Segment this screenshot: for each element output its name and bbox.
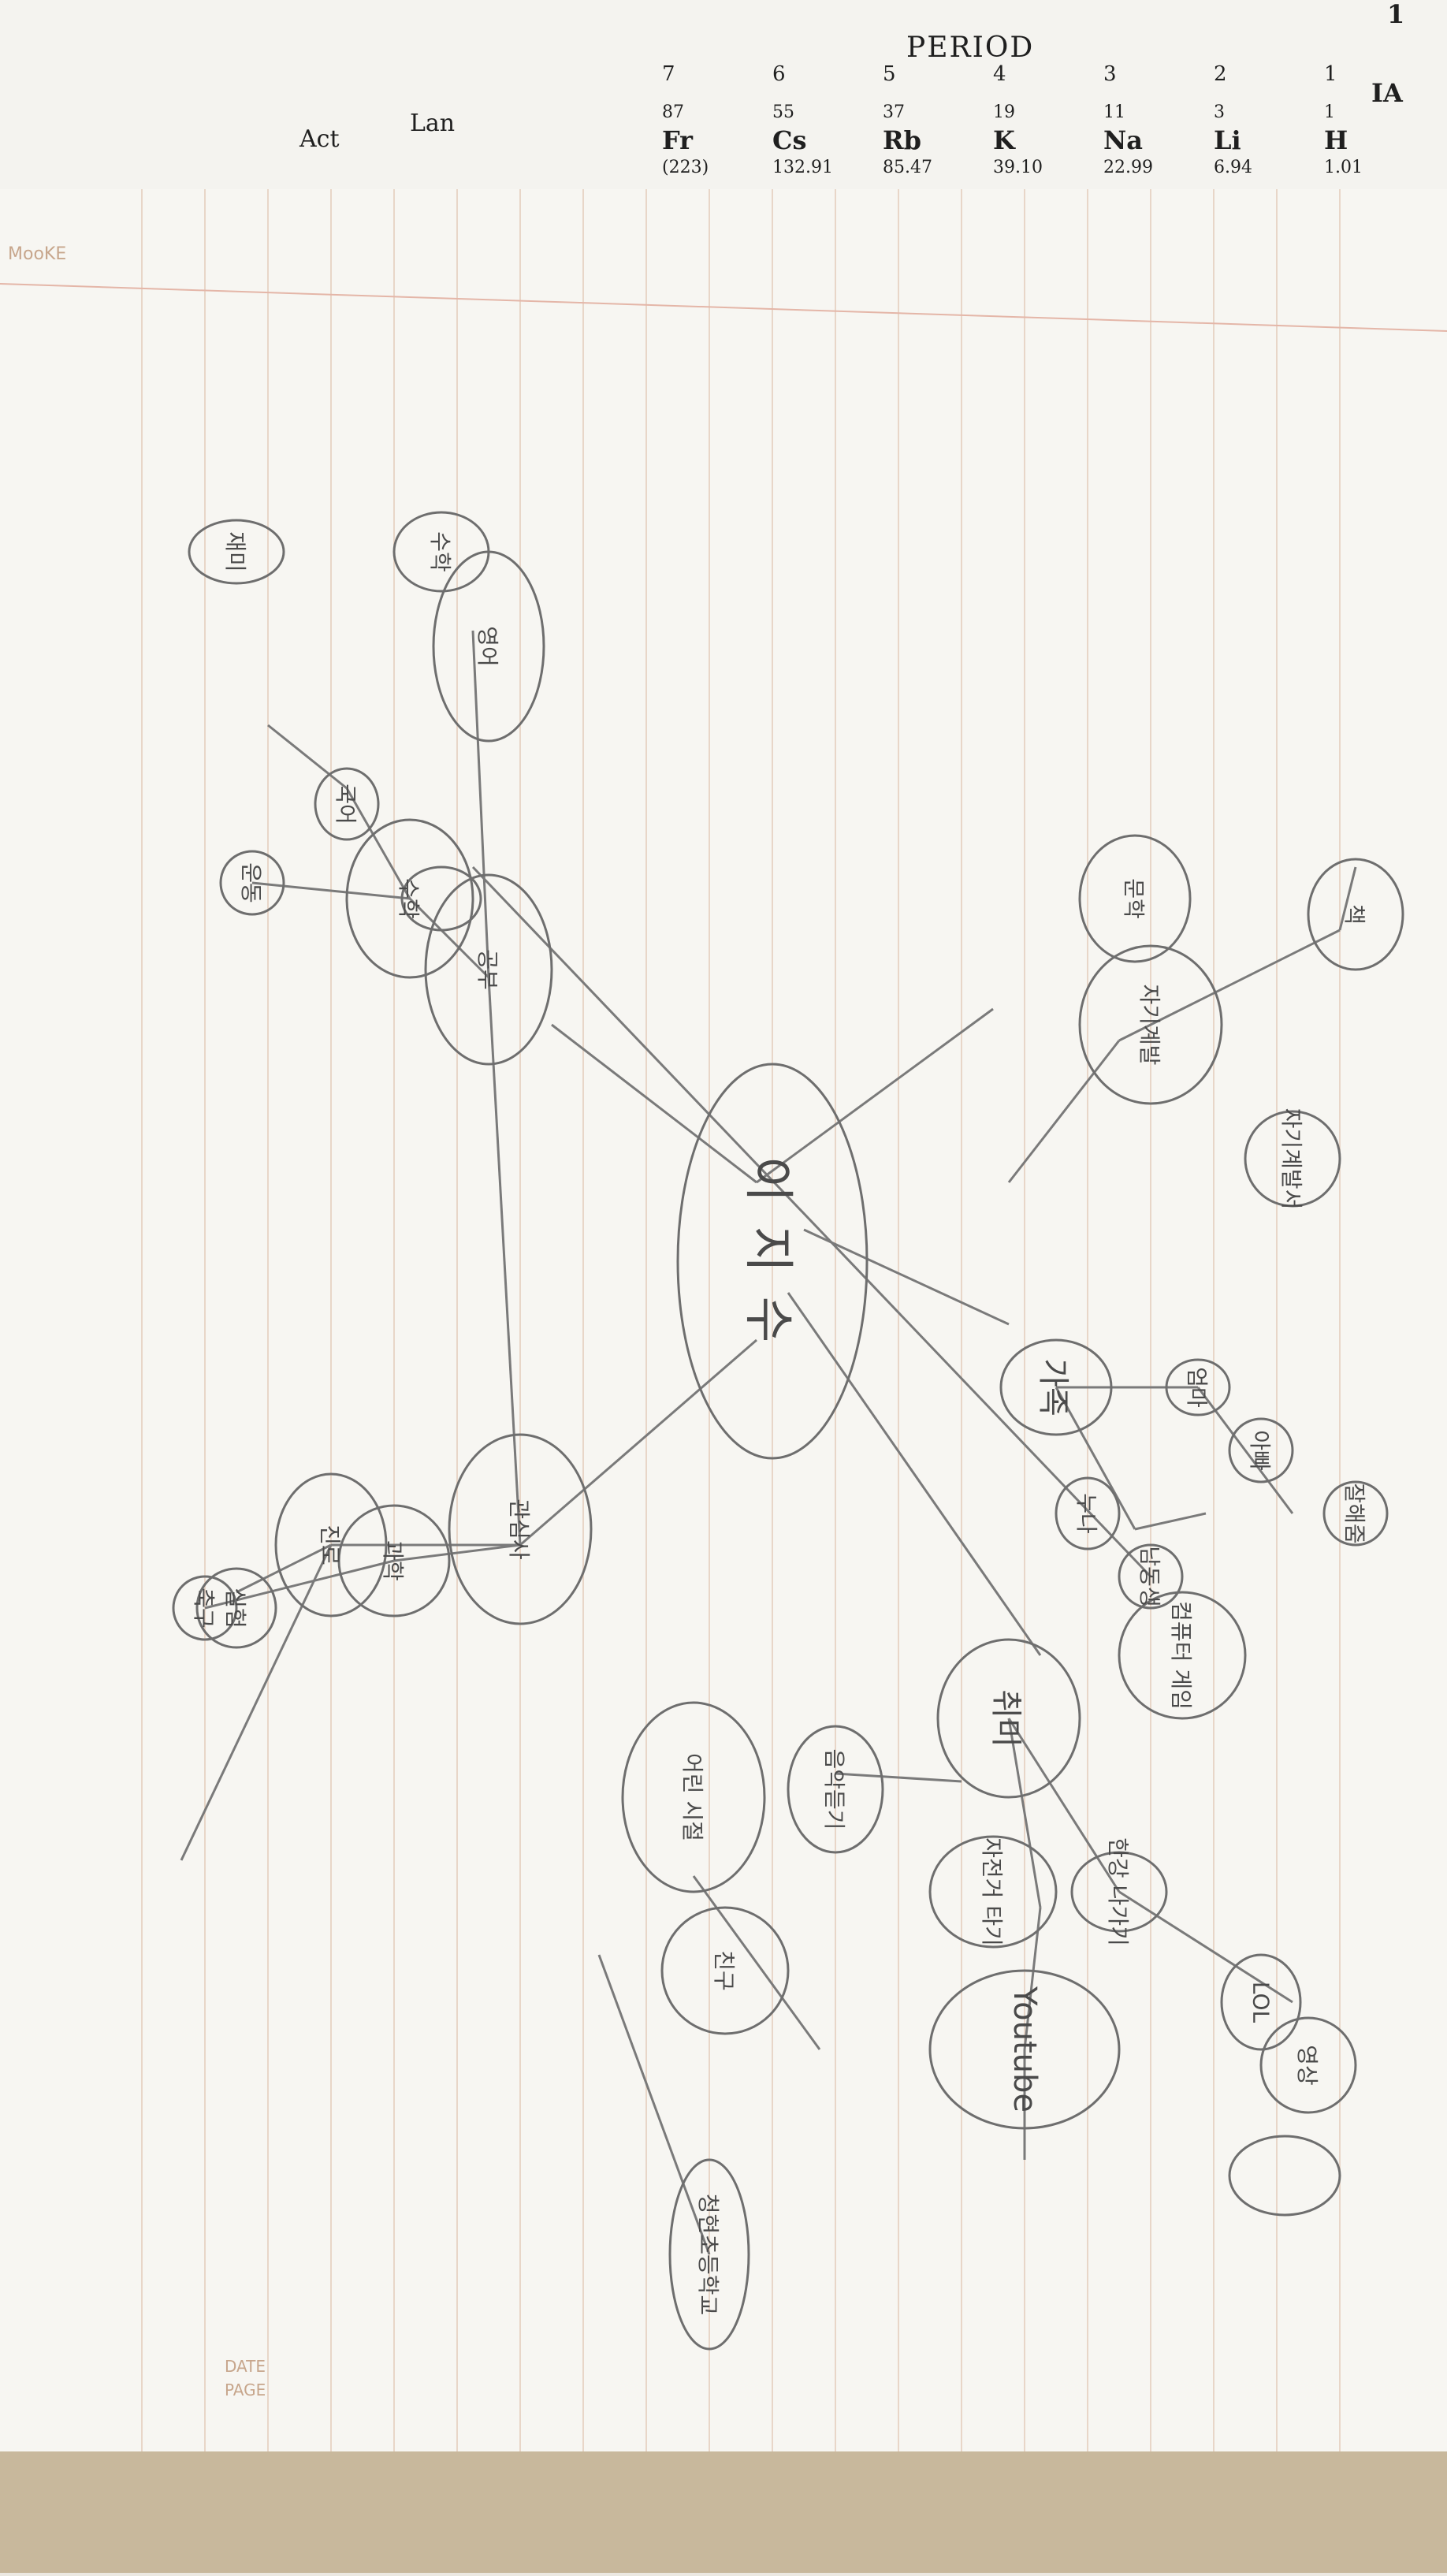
element-symbol: Cs [772, 125, 807, 155]
selfdev-label: 자기계발 [1136, 984, 1162, 1066]
atomic-mass: 132.91 [772, 158, 833, 177]
period-number: 4 [993, 62, 1006, 86]
selfdev2-label: 자기계발서 [1278, 1107, 1304, 1210]
friends-label: 친구 [711, 1950, 737, 1991]
atomic-mass: 39.10 [993, 158, 1043, 177]
period-number: 5 [883, 62, 896, 86]
cheonghyeon-label: 청현초등학교 [695, 2193, 721, 2316]
element-symbol: K [993, 125, 1015, 155]
fun-label: 재미 [222, 531, 248, 572]
literature-label: 문학 [1121, 878, 1147, 919]
atomic-mass: 1.01 [1324, 158, 1363, 177]
hangang-label: 한강 나가기 [1105, 1837, 1131, 1946]
ruled-lines [141, 134, 1341, 2451]
element-symbol: Na [1103, 125, 1143, 155]
margin-line [0, 283, 1447, 332]
period-number: 2 [1214, 62, 1227, 86]
atomic-mass: 6.94 [1214, 158, 1252, 177]
atomic-number: 87 [662, 102, 684, 122]
music-label: 음악듣기 [821, 1748, 847, 1830]
period-number: 1 [1324, 62, 1337, 86]
atomic-mass: (223) [662, 158, 709, 177]
hobby-label: 취미 [988, 1689, 1024, 1748]
table-surface [0, 2451, 1447, 2573]
atomic-number: 55 [772, 102, 794, 122]
atomic-number: 1 [1324, 102, 1335, 122]
notebook-paper [0, 134, 1447, 2451]
brand-label: MooKE [8, 244, 67, 264]
mom-label: 엄마 [1184, 1367, 1210, 1408]
period-number: 7 [662, 62, 675, 86]
atomic-number: 3 [1214, 102, 1225, 122]
brother-label: 남동생 [1136, 1546, 1162, 1607]
period-number: 3 [1103, 62, 1117, 86]
atomic-number: 11 [1103, 102, 1125, 122]
exercise-label: 운동 [238, 862, 264, 903]
atomic-mass: 22.99 [1103, 158, 1153, 177]
page-label: PAGE [225, 2381, 266, 2399]
dad-label: 아빠 [1247, 1430, 1273, 1471]
math2-label: 수학 [427, 531, 453, 572]
mindmap-edges [180, 630, 1357, 2255]
korean-label: 국어 [333, 784, 359, 825]
study-label: 공부 [474, 949, 500, 990]
mindmap-nodes [172, 511, 1404, 2351]
math-label: 수학 [396, 878, 422, 919]
lol-label: LOL [1248, 1981, 1274, 2023]
youtube-label: Youtube [1006, 1986, 1043, 2113]
group-label: IA [1371, 78, 1403, 108]
family-label: 가족 [1035, 1358, 1071, 1416]
element-symbol: Fr [662, 125, 694, 155]
element-symbol: Li [1214, 125, 1241, 155]
period-header: PERIOD [906, 32, 1035, 64]
video-label: 영상 [1294, 2045, 1320, 2086]
element-symbol: H [1324, 125, 1348, 155]
lanthanide-label: Lan [410, 110, 456, 137]
period-number: 6 [772, 62, 786, 86]
center-node [676, 1063, 869, 1460]
interest-label: 관심사 [506, 1498, 532, 1560]
career-label: 진로 [317, 1524, 343, 1565]
sister-label: 누나 [1073, 1493, 1099, 1534]
experiment-label: 실험 [222, 1588, 248, 1629]
periodic-table-strip [0, 0, 1447, 189]
book-label: 책 [1341, 904, 1367, 925]
kind-label: 잘해줌 [1341, 1483, 1367, 1544]
game-label: 컴퓨터 게임 [1168, 1601, 1194, 1710]
childhood-label: 어린 시절 [679, 1753, 705, 1841]
actinide-label: Act [299, 125, 340, 153]
soccer-label: 축구 [191, 1588, 217, 1629]
atomic-mass: 85.47 [883, 158, 932, 177]
group-number: 1 [1387, 0, 1405, 29]
atomic-number: 19 [993, 102, 1015, 122]
element-symbol: Rb [883, 125, 921, 155]
center-label: 이지수 [738, 1156, 797, 1367]
date-label: DATE [225, 2357, 266, 2376]
science-label: 과학 [380, 1540, 406, 1581]
bike-label: 자전거 타기 [979, 1837, 1005, 1946]
atomic-number: 37 [883, 102, 905, 122]
english-label: 영어 [474, 626, 500, 667]
